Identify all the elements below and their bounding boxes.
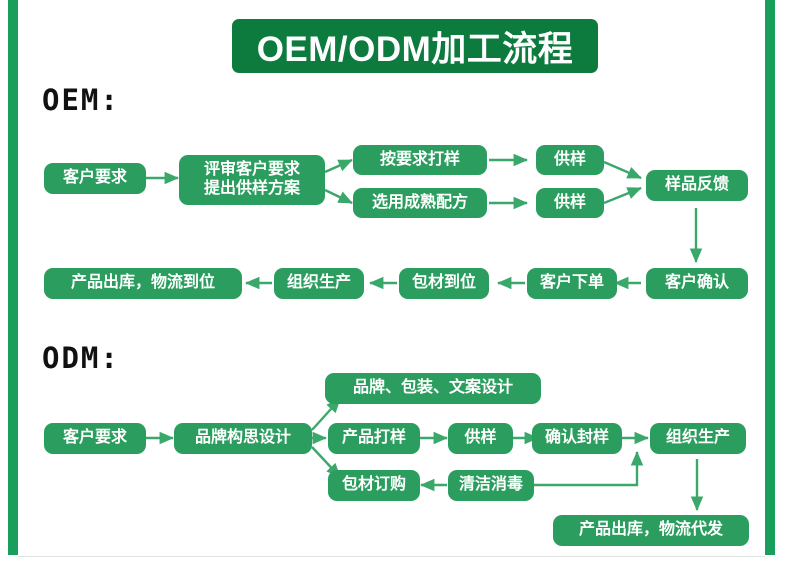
node-oem-sample-feedback[interactable]: 样品反馈 — [646, 170, 748, 201]
node-oem-review-request[interactable]: 评审客户要求 提出供样方案 — [179, 155, 325, 205]
node-oem-supply-sample-1[interactable]: 供样 — [536, 145, 604, 175]
bottom-divider — [18, 556, 765, 557]
node-oem-shipping[interactable]: 产品出库，物流到位 — [44, 268, 242, 299]
node-oem-supply-sample-2[interactable]: 供样 — [536, 188, 604, 218]
section-label-odm: ODM: — [42, 341, 120, 375]
node-oem-customer-confirm[interactable]: 客户确认 — [646, 268, 748, 299]
node-oem-customer-request[interactable]: 客户要求 — [44, 163, 146, 194]
node-odm-clean-sterilize[interactable]: 清洁消毒 — [448, 470, 534, 501]
node-odm-brand-concept[interactable]: 品牌构思设计 — [174, 423, 312, 454]
node-odm-customer-request[interactable]: 客户要求 — [44, 423, 146, 454]
node-odm-organize-production[interactable]: 组织生产 — [650, 423, 746, 454]
left-edge-bar — [8, 0, 18, 555]
node-oem-mature-formula[interactable]: 选用成熟配方 — [353, 188, 487, 218]
right-edge-bar — [765, 0, 775, 555]
node-odm-shipping[interactable]: 产品出库，物流代发 — [553, 515, 749, 546]
node-odm-packaging-order[interactable]: 包材订购 — [328, 470, 420, 501]
node-odm-product-sample[interactable]: 产品打样 — [328, 423, 420, 454]
section-label-oem: OEM: — [42, 83, 120, 117]
node-odm-brand-pkg-copy[interactable]: 品牌、包装、文案设计 — [325, 373, 541, 404]
node-oem-packaging-ready[interactable]: 包材到位 — [399, 268, 489, 299]
page-title-banner: OEM/ODM加工流程 — [232, 19, 598, 73]
node-odm-confirm-seal[interactable]: 确认封样 — [532, 423, 622, 454]
node-oem-customer-order[interactable]: 客户下单 — [527, 268, 617, 299]
page-title: OEM/ODM加工流程 — [256, 29, 574, 69]
node-oem-organize-production[interactable]: 组织生产 — [274, 268, 364, 299]
node-odm-supply-sample[interactable]: 供样 — [448, 423, 513, 454]
node-oem-sample-as-required[interactable]: 按要求打样 — [353, 145, 487, 175]
